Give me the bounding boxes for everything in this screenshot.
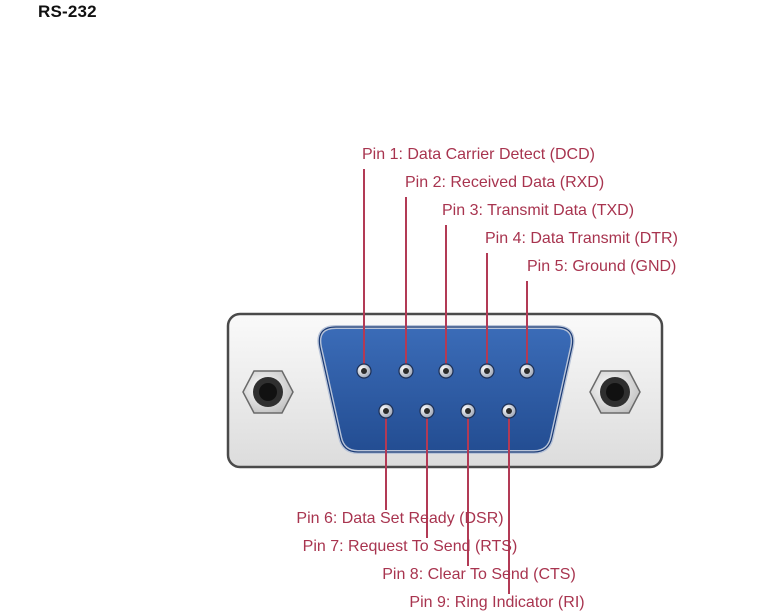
pin-9-socket xyxy=(506,408,512,414)
pin-6-label: Pin 6: Data Set Ready (DSR) xyxy=(296,510,503,527)
pin-4-socket xyxy=(484,368,490,374)
pin-5-socket xyxy=(524,368,530,374)
pin-2-label: Pin 2: Received Data (RXD) xyxy=(405,174,604,191)
pin-4-label: Pin 4: Data Transmit (DTR) xyxy=(485,230,678,247)
pin-2-socket xyxy=(403,368,409,374)
pin-labels: Pin 1: Data Carrier Detect (DCD) Pin 2: R… xyxy=(296,146,678,611)
pin-3-socket xyxy=(443,368,449,374)
pin-8-label: Pin 8: Clear To Send (CTS) xyxy=(382,566,576,583)
right-screw-icon xyxy=(589,370,641,414)
pin-8-socket xyxy=(465,408,471,414)
pin-leads xyxy=(363,169,528,594)
left-screw-icon xyxy=(242,370,294,414)
pin-9-label: Pin 9: Ring Indicator (RI) xyxy=(409,594,584,611)
pin-contacts xyxy=(356,363,535,419)
pin-6-socket xyxy=(383,408,389,414)
diagram-title: RS-232 xyxy=(38,2,97,21)
pin-7-socket xyxy=(424,408,430,414)
pin-1-label: Pin 1: Data Carrier Detect (DCD) xyxy=(362,146,595,163)
pin-1-socket xyxy=(361,368,367,374)
pin-5-label: Pin 5: Ground (GND) xyxy=(527,258,676,275)
pin-3-label: Pin 3: Transmit Data (TXD) xyxy=(442,202,634,219)
pin-7-label: Pin 7: Request To Send (RTS) xyxy=(303,538,518,555)
